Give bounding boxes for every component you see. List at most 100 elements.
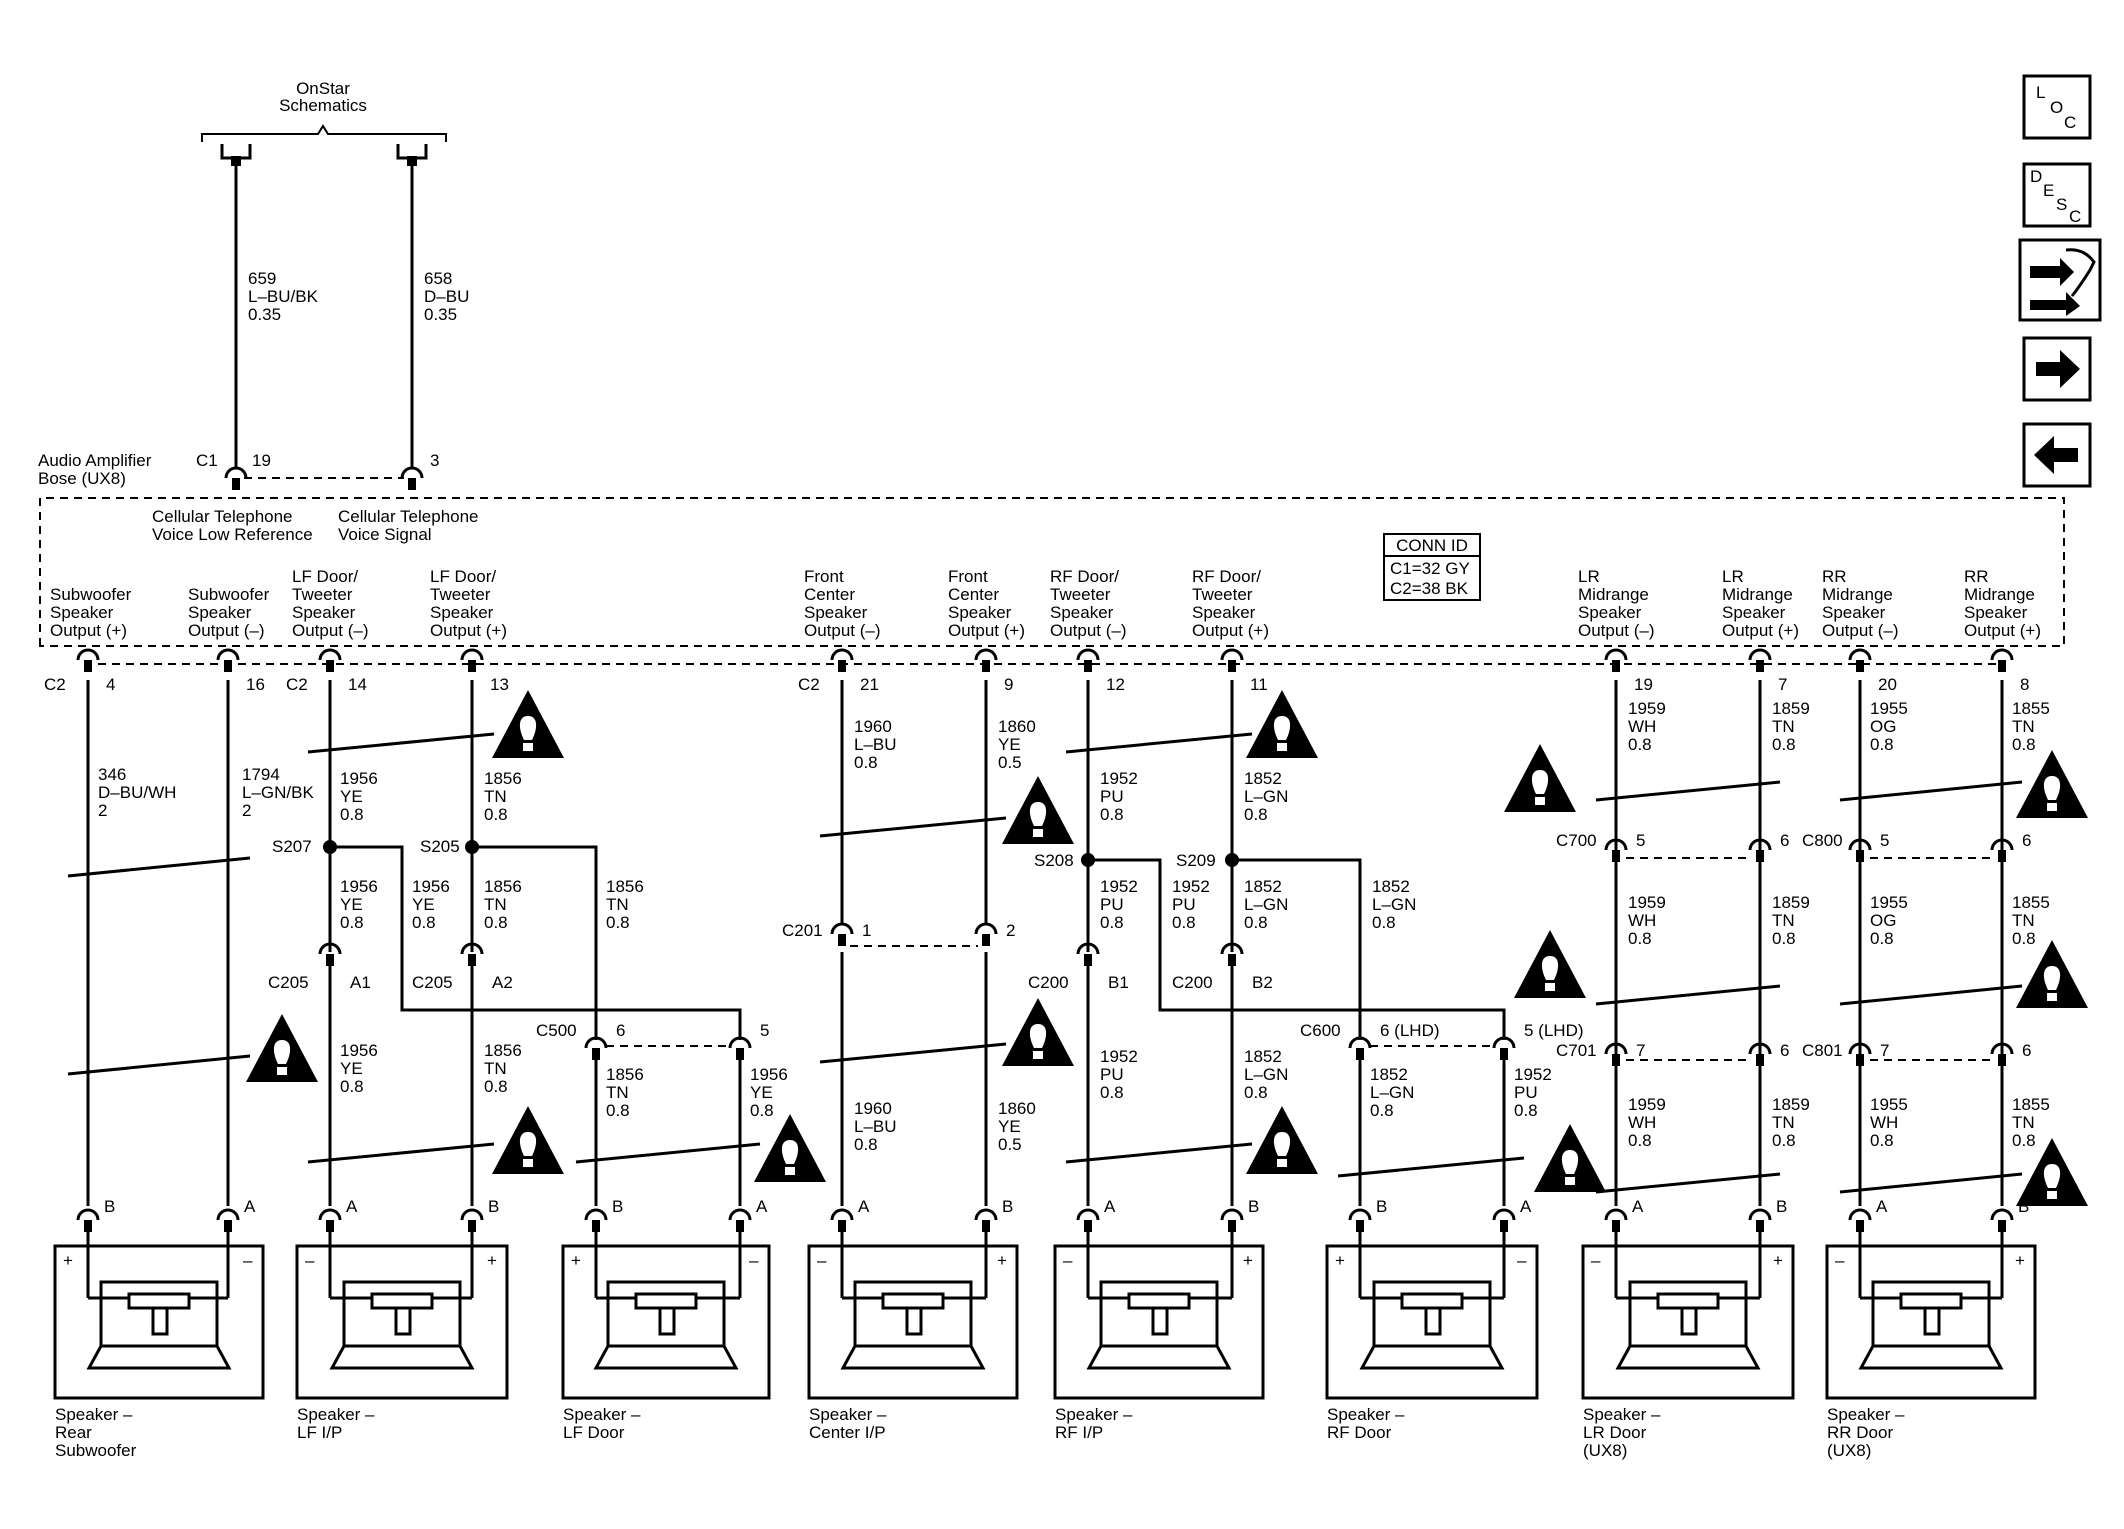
- onstar-schematics-reference[interactable]: OnStar Schematics: [201, 79, 447, 142]
- c1-pin19-terminal: [224, 466, 248, 490]
- wire-gauge: 0.5: [998, 1135, 1022, 1154]
- wire-circuit-number: 1955: [1870, 699, 1908, 718]
- speaker-icon: [329, 1280, 475, 1370]
- output-label-line: Output (+): [948, 621, 1025, 640]
- speaker-label-line: LF Door: [563, 1423, 625, 1442]
- wire-color: L–GN: [1372, 895, 1416, 914]
- loc-button[interactable]: L O C: [2022, 74, 2092, 140]
- wire-gauge: 2: [242, 801, 251, 820]
- wire-gauge: 0.8: [1244, 805, 1268, 824]
- speaker-label-line: (UX8): [1827, 1441, 1871, 1460]
- wire-gauge: 0.8: [1870, 1131, 1894, 1150]
- c801-pin7: 7: [1880, 1041, 1889, 1060]
- conn-id-box: CONN ID C1=32 GY C2=38 BK: [1383, 533, 1481, 601]
- speaker-right-polarity: +: [997, 1251, 1007, 1270]
- output-label-line: Speaker: [1578, 603, 1642, 622]
- speaker-label-line: LF I/P: [297, 1423, 342, 1442]
- speaker-label-line: Speaker –: [297, 1405, 375, 1424]
- output-pin-terminal: [460, 648, 484, 672]
- previous-page-button[interactable]: [2022, 422, 2092, 488]
- onstar-terminal-3: [396, 144, 428, 166]
- output-label-line: Midrange: [1964, 585, 2035, 604]
- c800-pin6: 6: [2022, 831, 2031, 850]
- pin-19-name-line1: Cellular Telephone: [152, 507, 293, 526]
- warning-icon: [246, 1014, 318, 1082]
- pin-19-name-line2: Voice Low Reference: [152, 525, 313, 544]
- wire-lf-neg-branch: [330, 845, 742, 1040]
- wire-lf-pos-branch: [472, 845, 598, 1040]
- speaker-left-pin-label: A: [1876, 1197, 1888, 1216]
- wire-658-size: 0.35: [424, 305, 457, 324]
- output-label-line: Output (–): [1578, 621, 1655, 640]
- wire-gauge: 0.8: [1100, 805, 1124, 824]
- output-label-line: Output (+): [1722, 621, 1799, 640]
- wire-color: L–GN: [1244, 895, 1288, 914]
- c701-pin7-terminal: [1604, 1042, 1628, 1066]
- wire-circuit-number: 1955: [1870, 1095, 1908, 1114]
- desc-button[interactable]: D E S C: [2022, 162, 2092, 228]
- speaker-right-polarity: +: [2015, 1251, 2025, 1270]
- wire-color: TN: [2012, 717, 2035, 736]
- wire-gauge: 0.8: [1772, 735, 1796, 754]
- wire-labels: 346D–BU/WH21794L–GN/BK21956YE0.81856TN0.…: [98, 699, 2050, 1154]
- c201-label: C201: [782, 921, 823, 940]
- wire-color: L–GN/BK: [242, 783, 314, 802]
- output-label-line: Subwoofer: [50, 585, 132, 604]
- output-label-line: Speaker: [430, 603, 494, 622]
- c1-connector-label: C1: [196, 451, 218, 470]
- c200-b2-terminal: [1220, 942, 1244, 966]
- output-label-line: Center: [804, 585, 855, 604]
- output-label-line: Center: [948, 585, 999, 604]
- speaker-left-polarity: –: [1835, 1251, 1845, 1270]
- speaker-left-terminal: [318, 1208, 342, 1232]
- output-label-line: LF Door/: [292, 567, 358, 586]
- wire-circuit-number: 1855: [2012, 1095, 2050, 1114]
- splice-s209-dot: [1225, 853, 1239, 867]
- wire-gauge: 0.8: [1244, 1083, 1268, 1102]
- warning-icon: [1246, 690, 1318, 758]
- twisted-pair-marker: [1839, 780, 2023, 802]
- c200b-label: C200: [1172, 973, 1213, 992]
- next-page-button[interactable]: [2022, 336, 2092, 402]
- desc-letter-c: C: [2069, 207, 2081, 226]
- connector-tool-icon: [2030, 248, 2096, 316]
- wire-color: TN: [606, 1083, 629, 1102]
- speaker-right-polarity: +: [487, 1251, 497, 1270]
- wire-color: TN: [484, 895, 507, 914]
- output-pin-terminal: [1990, 648, 2014, 672]
- output-label-line: RF Door/: [1192, 567, 1261, 586]
- twisted-pair-marker: [307, 732, 495, 754]
- wire-circuit-number: 1859: [1772, 1095, 1810, 1114]
- c201-pin1-terminal: [830, 922, 854, 946]
- c500-pin6-terminal: [584, 1036, 608, 1060]
- c500-pin5-terminal: [728, 1036, 752, 1060]
- c200-b1-terminal: [1076, 942, 1100, 966]
- wire-color: TN: [606, 895, 629, 914]
- c600-pin6: 6 (LHD): [1380, 1021, 1440, 1040]
- b2-label: B2: [1252, 973, 1273, 992]
- wire-gauge: 0.8: [1628, 929, 1652, 948]
- speaker-right-terminal: [728, 1208, 752, 1232]
- audio-amplifier-module[interactable]: Audio Amplifier Bose (UX8): [38, 451, 2065, 647]
- connector-tool-button[interactable]: [2018, 238, 2102, 322]
- speaker-icon: [1858, 1280, 2004, 1370]
- output-pin-number: 14: [348, 675, 367, 694]
- wire-gauge: 0.8: [2012, 929, 2036, 948]
- wire-color: PU: [1514, 1083, 1538, 1102]
- warning-icon: [754, 1114, 826, 1182]
